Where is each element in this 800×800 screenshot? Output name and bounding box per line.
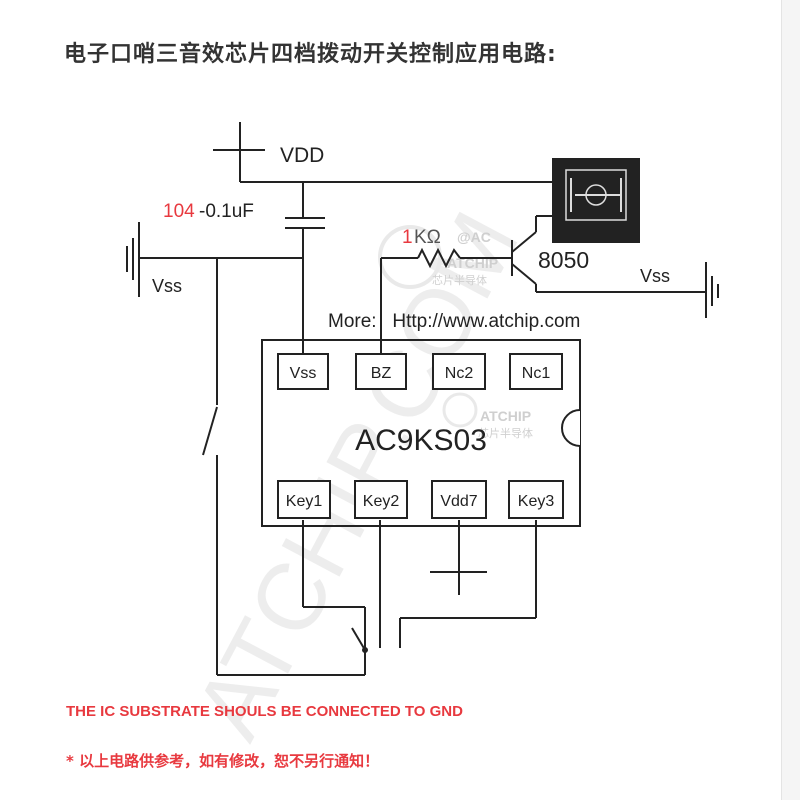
more-link-text: More: Http://www.atchip.com: [328, 311, 580, 332]
pin-nc2-label: Nc2: [445, 365, 474, 382]
page-title: 电子口哨三音效芯片四档拨动开关控制应用电路:: [64, 42, 557, 67]
watermark-cn-2: 芯片半导体: [478, 426, 533, 440]
vdd-label: VDD: [280, 144, 324, 167]
pin-key3: Key3: [508, 480, 564, 519]
pin-vdd7: Vdd7: [431, 480, 487, 519]
buzzer-image: [552, 158, 640, 243]
watermark-ac: @AC: [457, 229, 491, 245]
substrate-warning: THE IC SUBSTRATE SHOULS BE CONNECTED TO …: [66, 703, 463, 720]
reference-note: * 以上电路供参考，如有修改，恕不另行通知！: [66, 752, 380, 770]
vss-right-label: Vss: [640, 266, 670, 286]
capacitor-value: -0.1uF: [199, 201, 254, 222]
pin-key1: Key1: [277, 480, 331, 519]
transistor-label: 8050: [538, 247, 589, 273]
pin-vss-label: Vss: [290, 365, 317, 382]
pin-key1-label: Key1: [286, 493, 323, 510]
page-border-right: [781, 0, 800, 800]
pin-key3-label: Key3: [518, 493, 555, 510]
pin-key2: Key2: [354, 480, 408, 519]
pin-bz: BZ: [355, 353, 407, 390]
pin-nc1-label: Nc1: [522, 365, 551, 382]
pin-nc2: Nc2: [432, 353, 486, 390]
watermark-brand-2: ATCHIP: [480, 408, 531, 424]
watermark-cn-1: 芯片半导体: [432, 273, 487, 287]
pin-nc1: Nc1: [509, 353, 563, 390]
pin-bz-label: BZ: [371, 365, 392, 382]
chip: AC9KS03: [261, 339, 581, 527]
pin-vss: Vss: [277, 353, 329, 390]
pin-vdd7-label: Vdd7: [440, 493, 477, 510]
pin-key2-label: Key2: [363, 493, 400, 510]
capacitor-code: 104: [163, 201, 195, 222]
chip-name: AC9KS03: [355, 424, 487, 457]
resistor-suffix: KΩ: [414, 227, 441, 248]
resistor-prefix: 1: [402, 227, 413, 248]
wires: [126, 122, 719, 676]
vss-left-label: Vss: [152, 276, 182, 296]
